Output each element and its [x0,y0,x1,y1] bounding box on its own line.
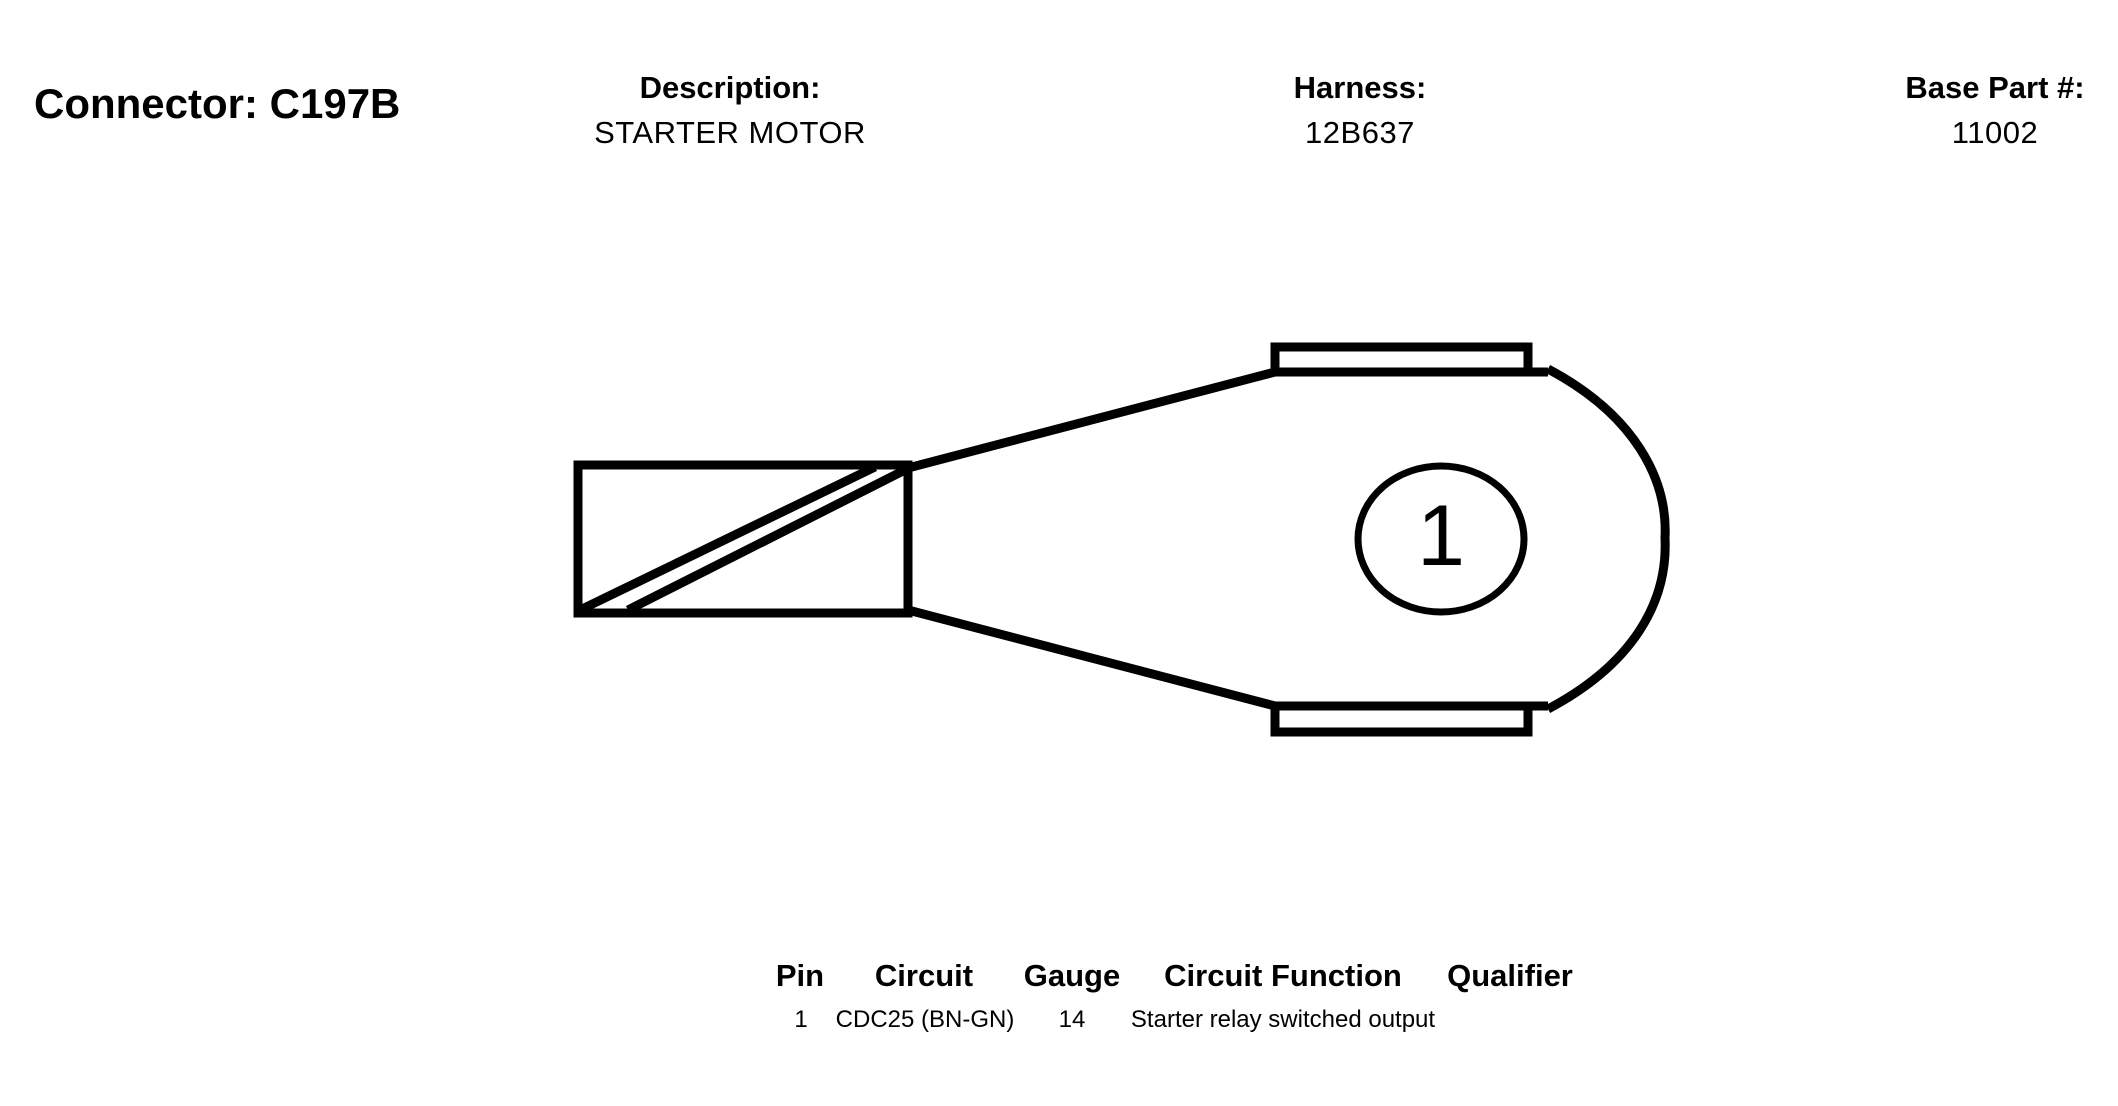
barrel-stripe-1 [578,462,877,615]
description-block: Description: STARTER MOTOR [560,68,900,153]
description-value: STARTER MOTOR [594,115,866,150]
header-gauge: Gauge [1023,958,1121,993]
header-qualifier: Qualifier [1447,958,1573,993]
row-1-gauge: 14 [1058,1006,1086,1033]
neck-bottom-edge [906,605,1277,711]
harness-block: Harness: 12B637 [1230,68,1490,153]
ring-end-arc [1545,365,1670,713]
pin-1-circle [1354,462,1528,616]
base-part-label: Base Part #: [1905,70,2085,105]
row-1-circuit: CDC25 (BN-GN) [835,1006,1015,1033]
barrel-stripe-2 [625,465,908,615]
header-circuit: Circuit [874,958,974,993]
base-part-value: 11002 [1951,115,2039,150]
header-circuit-function: Circuit Function [1164,958,1402,993]
neck-top-edge [906,367,1277,473]
pin-1-label: 1 [1417,488,1465,584]
base-part-block: Base Part #: 11002 [1880,68,2110,153]
harness-label: Harness: [1293,70,1427,105]
row-1-function: Starter relay switched output [1130,1006,1436,1033]
crimp-barrel [573,460,913,618]
header-pin: Pin [775,958,825,993]
harness-value: 12B637 [1305,115,1415,150]
connector-title: Connector: C197B [34,80,401,127]
description-label: Description: [639,70,821,105]
row-1-pin: 1 [794,1006,808,1033]
